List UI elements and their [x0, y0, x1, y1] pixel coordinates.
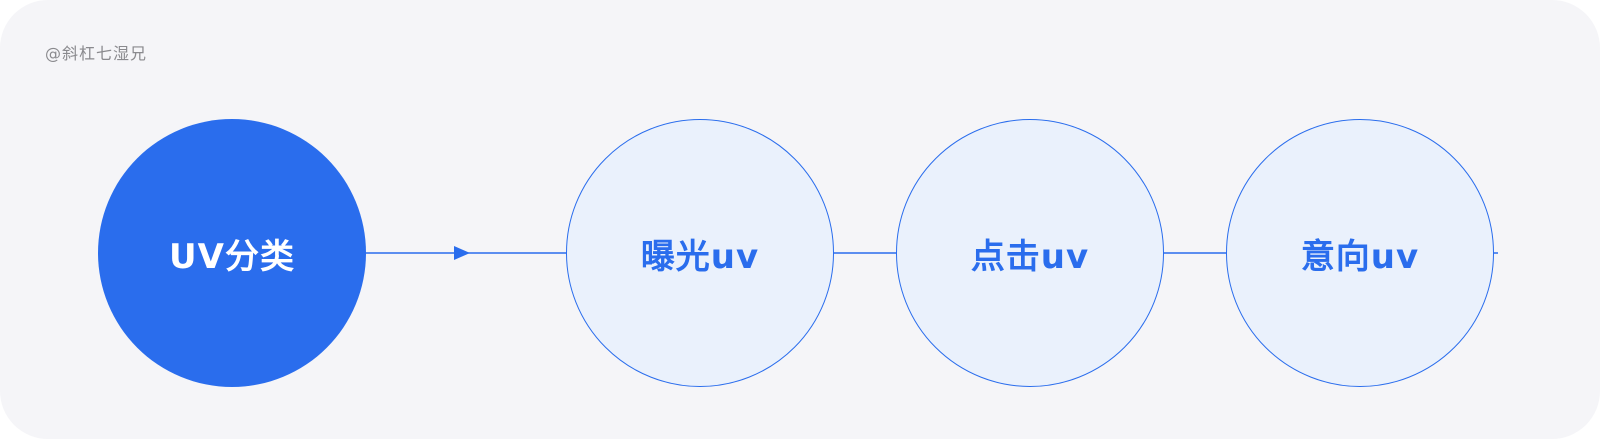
node-exposure-uv: 曝光uv: [566, 119, 834, 387]
node-click-uv: 点击uv: [896, 119, 1164, 387]
node-uv-category: UV分类: [98, 119, 366, 387]
arrow-head: [454, 246, 470, 260]
node-intent-uv: 意向uv: [1226, 119, 1494, 387]
watermark-text: @斜杠七湿兄: [45, 44, 148, 63]
